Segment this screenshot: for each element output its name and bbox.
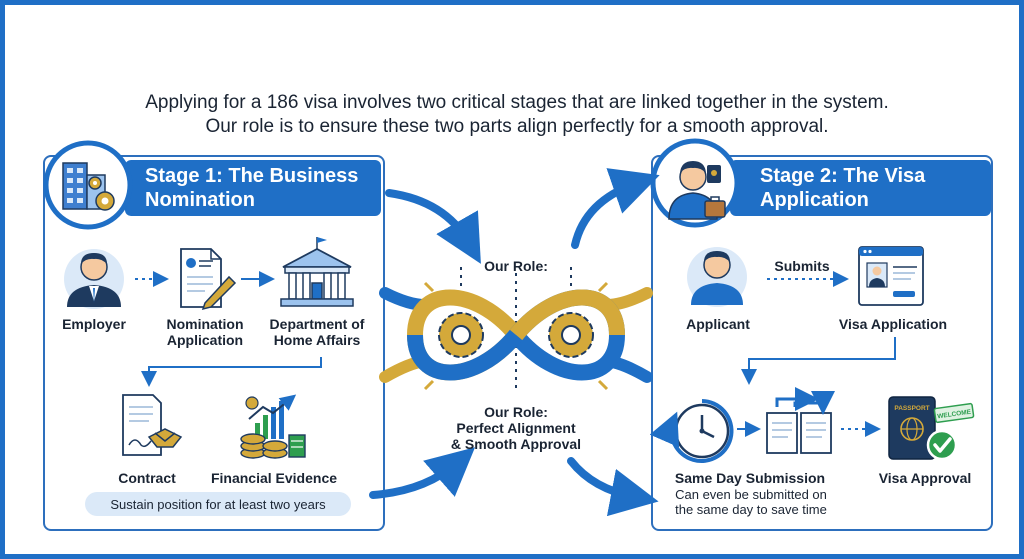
dha-label: Department of Home Affairs [269,316,365,348]
documents-exchange-icon [766,387,835,454]
intro-line-2: Our role is to ensure these two parts al… [205,116,829,137]
arrow-role-to-approval [567,457,659,517]
intro-line-1: Applying for a 186 visa involves two cri… [145,92,889,113]
same-day-submission-label: Same Day Submission [674,470,826,486]
arrow-financial-into-role [369,447,476,499]
financial-evidence-label: Financial Evidence [210,470,338,486]
sustain-position-note: Sustain position for at least two years [110,497,326,512]
visa-application-browser-icon [858,246,924,306]
submits-label: Submits [774,258,830,274]
our-role-top-label: Our Role: [484,258,548,274]
stage-1-header: Stage 1: The Business Nomination [125,160,381,216]
stage-2-panel [651,155,993,531]
nomination-application-label: Nomination Application [166,316,244,348]
diagram-graphics: PASSPORT WELCOME [43,138,975,517]
arrow-role-to-stage2 [571,168,660,249]
arrow-visa-to-same-day [741,337,896,385]
arrow-dha-to-contract [141,357,322,387]
visa-approval-label: Visa Approval [878,470,972,486]
stage-1-title-line-1: Stage 1: The Business [145,165,359,187]
passport-cover-text: PASSPORT [894,405,929,412]
welcome-stamp-text: WELCOME [937,409,972,421]
same-day-note: Can even be submitted on the same day to… [675,487,827,517]
financial-coins-chart-icon [240,394,306,459]
stage-2-title-line-2: Application [760,189,869,211]
stage-2-title-line-1: Stage 2: The Visa [760,165,926,187]
contract-handshake-icon [122,394,183,456]
government-building-icon [280,237,354,307]
arrow-stage1-into-role [385,189,481,264]
infinity-alignment-icon [379,281,653,391]
sustain-pill [85,492,351,516]
our-role-bottom-label: Our Role: Perfect Alignment & Smooth App… [450,404,582,452]
applicant-label: Applicant [686,316,750,332]
stage-2-header: Stage 2: The Visa Application [730,160,991,216]
nomination-document-icon [180,248,237,311]
employer-icon [64,249,124,309]
visa-application-label: Visa Application [838,316,948,332]
traveller-passport-icon [650,138,740,228]
clock-icon [649,399,734,463]
intro-text: Applying for a 186 visa involves two cri… [5,91,1019,139]
office-building-gears-icon [43,140,133,230]
contract-label: Contract [118,470,176,486]
stage-1-title-line-2: Nomination [145,189,255,211]
employer-label: Employer [62,316,126,332]
applicant-icon [687,247,747,307]
passport-approval-icon: PASSPORT WELCOME [888,396,975,461]
